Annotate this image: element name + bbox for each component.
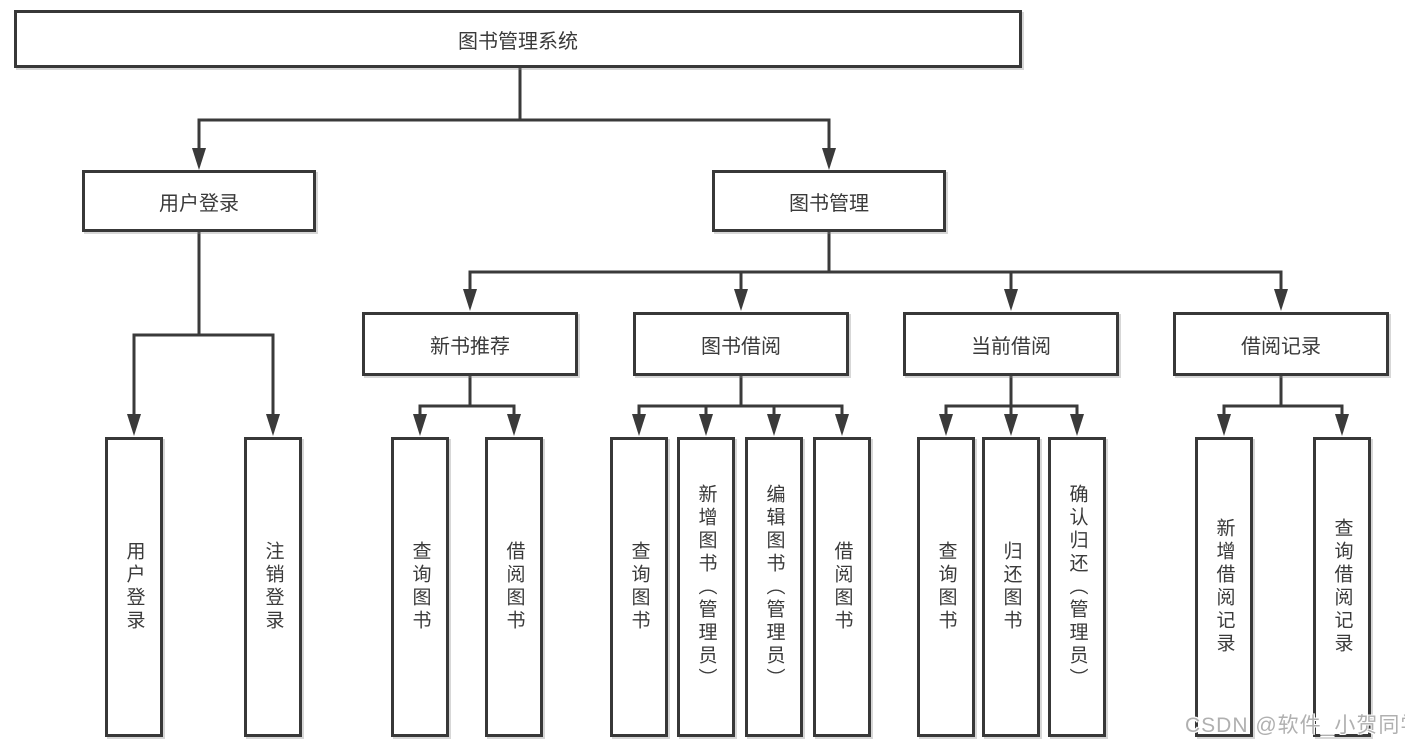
leaf-edit-books-admin: 编辑图书（管理员） (745, 437, 803, 737)
connector-root-to-level2 (192, 68, 836, 170)
connector-user-login-to-leaves (127, 232, 280, 436)
arrowhead-icon (835, 414, 849, 436)
arrowhead-icon (822, 148, 836, 170)
connector-book-mgmt-to-level3 (463, 232, 1288, 311)
arrowhead-icon (734, 289, 748, 311)
arrowhead-icon (507, 414, 521, 436)
arrowhead-icon (1274, 289, 1288, 311)
node-label: 查询借阅记录 (1331, 518, 1353, 656)
leaf-add-books-admin: 新增图书（管理员） (677, 437, 735, 737)
arrowhead-icon (1335, 414, 1349, 436)
node-label: 图书借阅 (701, 335, 781, 358)
arrowhead-icon (1070, 414, 1084, 436)
csdn-watermark: CSDN @软件_小贺同学 (1185, 714, 1405, 737)
arrowhead-icon (1004, 414, 1018, 436)
leaf-query-books-recommend: 查询图书 (391, 437, 449, 737)
node-label: 借阅图书 (831, 541, 853, 633)
node-label: 查询图书 (409, 541, 431, 633)
leaf-add-borrow-record: 新增借阅记录 (1195, 437, 1253, 737)
arrowhead-icon (192, 148, 206, 170)
node-label: 用户登录 (159, 192, 239, 215)
node-label: 用户登录 (123, 541, 145, 633)
leaf-query-books-borrow: 查询图书 (610, 437, 668, 737)
node-book-borrow: 图书借阅 (633, 312, 849, 376)
connector-borrow-records-to-leaves (1217, 376, 1349, 436)
node-label: 查询图书 (628, 541, 650, 633)
arrowhead-icon (632, 414, 646, 436)
leaf-query-books-current: 查询图书 (917, 437, 975, 737)
arrowhead-icon (1004, 289, 1018, 311)
connector-current-borrow-to-leaves (939, 376, 1084, 436)
node-label: 注销登录 (262, 541, 284, 633)
connector-book-borrow-to-leaves (632, 376, 849, 436)
arrowhead-icon (127, 414, 141, 436)
leaf-return-books: 归还图书 (982, 437, 1040, 737)
connector-new-book-to-leaves (413, 376, 521, 436)
arrowhead-icon (413, 414, 427, 436)
node-label: 借阅图书 (503, 541, 525, 633)
leaf-confirm-return-admin: 确认归还（管理员） (1048, 437, 1106, 737)
node-label: 查询图书 (935, 541, 957, 633)
node-label: 归还图书 (1000, 541, 1022, 633)
node-current-borrow: 当前借阅 (903, 312, 1119, 376)
leaf-borrow-books-recommend: 借阅图书 (485, 437, 543, 737)
arrowhead-icon (939, 414, 953, 436)
node-label: 借阅记录 (1241, 335, 1321, 358)
leaf-query-borrow-record: 查询借阅记录 (1313, 437, 1371, 737)
node-label: 新书推荐 (430, 335, 510, 358)
node-label: 编辑图书（管理员） (763, 483, 785, 691)
node-new-book-recommend: 新书推荐 (362, 312, 578, 376)
leaf-borrow-books: 借阅图书 (813, 437, 871, 737)
node-label: 新增借阅记录 (1213, 518, 1235, 656)
node-user-login: 用户登录 (82, 170, 316, 232)
node-label: 确认归还（管理员） (1066, 483, 1088, 691)
node-book-management: 图书管理 (712, 170, 946, 232)
node-label: 图书管理系统 (458, 30, 578, 53)
node-root-library-system: 图书管理系统 (14, 10, 1022, 68)
arrowhead-icon (463, 289, 477, 311)
node-borrow-records: 借阅记录 (1173, 312, 1389, 376)
arrowhead-icon (266, 414, 280, 436)
arrowhead-icon (767, 414, 781, 436)
leaf-user-login: 用户登录 (105, 437, 163, 737)
leaf-logout: 注销登录 (244, 437, 302, 737)
node-label: 当前借阅 (971, 335, 1051, 358)
arrowhead-icon (1217, 414, 1231, 436)
node-label: 图书管理 (789, 192, 869, 215)
arrowhead-icon (699, 414, 713, 436)
node-label: 新增图书（管理员） (695, 483, 717, 691)
